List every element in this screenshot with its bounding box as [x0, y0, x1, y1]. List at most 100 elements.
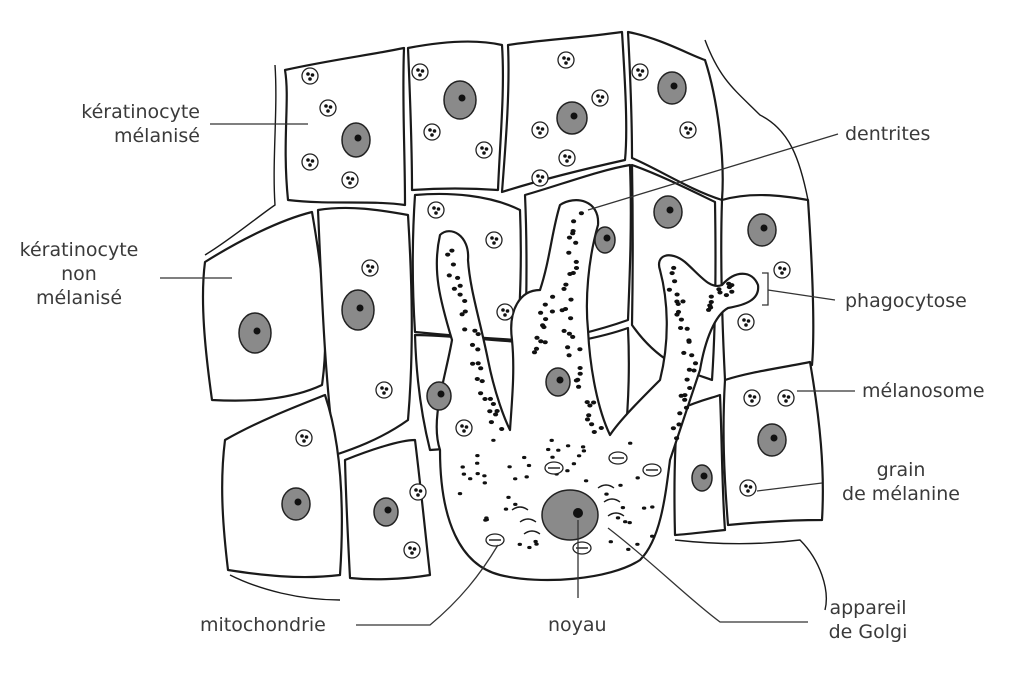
- melanosome-dot: [584, 400, 590, 405]
- keratinocyte-nucleolus: [670, 82, 678, 90]
- melanosome-dot: [487, 396, 493, 401]
- melanosome-dot: [478, 391, 484, 396]
- melanosome-dot: [455, 275, 461, 280]
- label-appareil-de-golgi: appareil de Golgi: [808, 596, 928, 644]
- melanosome-vesicle: [591, 89, 609, 107]
- melanin-grain: [494, 237, 499, 241]
- melanosome-dot: [641, 506, 647, 510]
- melanosome-dot: [580, 445, 586, 449]
- melanocyte-nucleolus: [573, 508, 583, 518]
- melanin-grain: [416, 493, 420, 497]
- melanosome-dot: [446, 273, 452, 278]
- melanosome-dot: [450, 262, 456, 267]
- melanosome-dot: [534, 542, 539, 546]
- melanosome-dot: [459, 312, 465, 317]
- melanosome-dot: [586, 413, 592, 418]
- melanosome-dot: [540, 323, 546, 328]
- melanosome-dot: [675, 302, 681, 306]
- melanosome-dot: [708, 294, 714, 299]
- melanin-grain: [750, 399, 754, 403]
- melanosome-dot: [469, 342, 476, 347]
- melanosome-dot: [561, 328, 567, 333]
- melanosome-vesicle: [411, 63, 429, 81]
- melanosome-dot: [615, 516, 621, 520]
- melanosome-dot: [488, 420, 494, 425]
- melanosome-dot: [462, 299, 468, 303]
- outer-line-bottom-left: [229, 574, 341, 601]
- melanosome-dot: [482, 397, 488, 401]
- melanin-grain: [540, 127, 545, 131]
- melanosome-dot: [568, 316, 574, 321]
- melanin-grain: [780, 271, 784, 275]
- outer-line-bottom: [674, 539, 827, 611]
- outer-line-right: [704, 39, 809, 201]
- melanosome-dot: [550, 294, 556, 299]
- keratinocyte-nucleolus: [458, 94, 466, 102]
- melanin-grain: [538, 179, 542, 183]
- melanosome-vesicle: [409, 483, 427, 501]
- golgi-stack: [603, 498, 621, 503]
- melanin-grain: [414, 488, 418, 492]
- label-keratinocyte-melanise-line-2: mélanisé: [113, 125, 200, 147]
- melanin-grain: [636, 68, 640, 72]
- melanosome-dot: [475, 332, 481, 337]
- leader-dentrites: [587, 133, 839, 211]
- melanin-grain: [300, 434, 304, 438]
- melanosome-dot: [628, 441, 633, 445]
- melanosome-dot: [475, 361, 481, 366]
- melanin-grain: [306, 158, 310, 162]
- melanosome-dot: [457, 292, 463, 297]
- melanosome-dot: [563, 282, 569, 287]
- label-noyau: noyau: [548, 613, 607, 637]
- melanosome-dot: [576, 454, 582, 458]
- melanin-grain: [505, 309, 510, 313]
- melanosome-dot: [650, 505, 655, 509]
- melanosome-dot: [451, 286, 457, 291]
- golgi-stack: [519, 518, 537, 523]
- melanin-grain: [688, 127, 693, 131]
- keratinocyte-nucleolus: [570, 112, 578, 120]
- melanin-grain: [596, 94, 600, 98]
- melanosome-dot: [475, 472, 480, 476]
- melanosome-dot: [559, 308, 565, 313]
- melanosome-dot: [687, 386, 693, 390]
- melanosome-dot: [577, 347, 583, 352]
- melanosome-dot: [565, 345, 571, 350]
- melanin-grain: [382, 391, 386, 395]
- melanosome-dot: [462, 309, 468, 314]
- melanosome-vesicle: [295, 429, 313, 447]
- melanosome-dot: [689, 353, 695, 358]
- melanin-grain: [482, 151, 486, 155]
- melanosome-vesicle: [485, 231, 503, 249]
- melanosome-dot: [692, 361, 699, 366]
- melanosome-dot: [674, 292, 680, 297]
- melanosome-dot: [608, 540, 613, 544]
- melanosome-granules: [445, 211, 735, 555]
- melanosome-vesicle: [557, 51, 575, 69]
- melanosome-dot: [475, 347, 481, 352]
- leader-phagocytose-bracket: [762, 272, 769, 306]
- melanosome-dot: [482, 474, 487, 478]
- melanosome-vesicle: [375, 381, 393, 399]
- melanosome-vesicle: [455, 419, 473, 437]
- melanocyte-nucleus: [541, 489, 599, 541]
- melanin-grain: [380, 386, 384, 390]
- melanosome-dot: [729, 289, 735, 294]
- melanosome-vesicle: [739, 479, 757, 497]
- melanosome-dot: [635, 476, 640, 480]
- melanin-grain: [432, 129, 437, 133]
- melanosome-dot: [538, 310, 544, 315]
- melanosome-dot: [538, 339, 544, 344]
- melanosome-vesicle: [423, 123, 441, 141]
- melanosome-vesicle: [301, 67, 319, 85]
- melanosome-dot: [475, 454, 480, 458]
- melanosome-vesicle: [773, 261, 791, 279]
- melanin-grain: [418, 73, 422, 77]
- melanin-grain: [350, 177, 355, 181]
- melanosome-dot: [573, 266, 580, 270]
- keratinocyte-nucleolus: [760, 224, 768, 232]
- melanin-grain: [567, 155, 572, 159]
- melanosome-dot: [566, 331, 573, 336]
- melanin-grain: [746, 489, 750, 493]
- melanin-grain: [540, 175, 545, 179]
